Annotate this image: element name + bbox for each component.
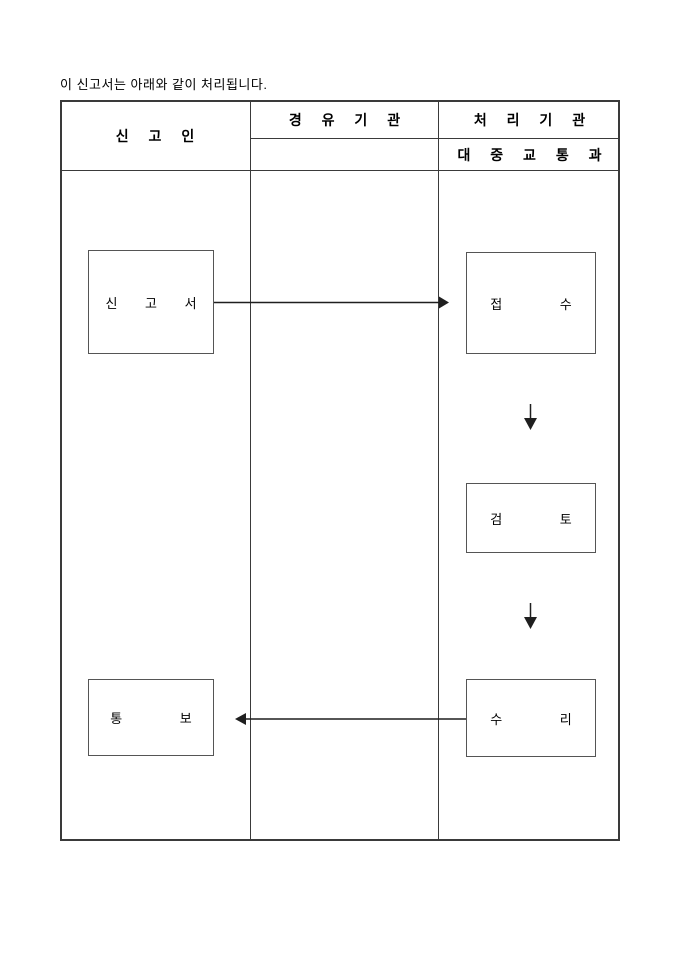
via-agency-empty-subcell [251, 139, 438, 170]
arrow-review-to-acceptance [524, 603, 537, 629]
column-header-processing-agency: 처 리 기 관 [473, 111, 594, 128]
arrow-acceptance-to-notification [235, 713, 467, 725]
flow-box-notification: 통 보 [88, 679, 214, 756]
processing-notice-text: 이 신고서는 아래와 같이 처리됩니다. [60, 77, 268, 92]
flow-box-review: 검 토 [466, 483, 596, 553]
flow-box-report: 신 고 서 [88, 250, 214, 354]
flow-box-receipt: 접 수 [466, 252, 596, 354]
arrow-report-to-receipt [214, 296, 449, 309]
subheader-public-transport-division: 대 중 교 통 과 [457, 146, 610, 163]
column-header-reporter: 신 고 인 [115, 127, 203, 144]
arrow-receipt-to-review [524, 404, 537, 430]
column-header-via-agency: 경 유 기 관 [288, 111, 409, 128]
flow-box-acceptance: 수 리 [466, 679, 596, 757]
